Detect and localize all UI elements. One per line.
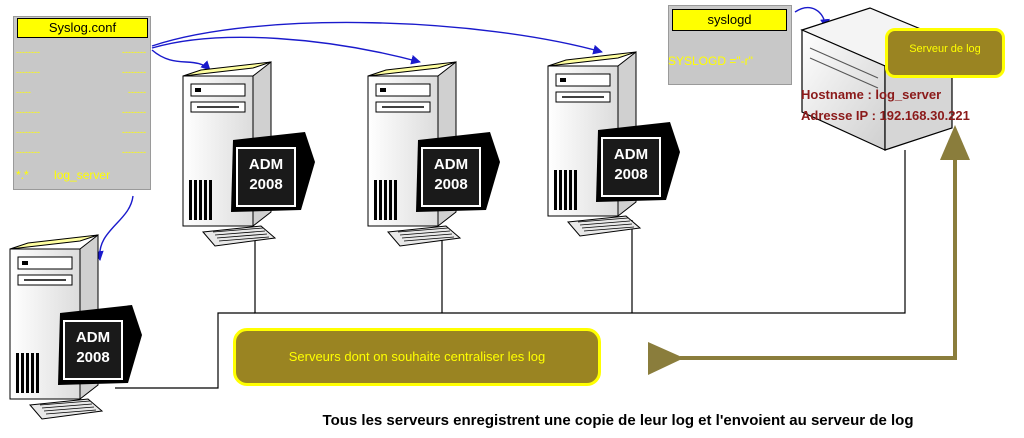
syslog-conf-title: Syslog.conf bbox=[17, 18, 148, 38]
syslog-conf-line-right: -------- bbox=[122, 127, 146, 137]
monitor-label-line1: ADM bbox=[613, 146, 649, 163]
syslog-conf-line-right: -------- bbox=[122, 147, 146, 157]
syslog-conf-line-left: ----- bbox=[16, 87, 31, 97]
network-cables bbox=[115, 150, 906, 389]
syslog-conf-line-right: ------ bbox=[128, 87, 146, 97]
syslog-conf-line-left: -------- bbox=[16, 127, 40, 137]
monitor-label-line2: 2008 bbox=[434, 176, 468, 193]
syslog-conf-line-right: -------- bbox=[122, 47, 146, 57]
syslog-conf-line-left: -------- bbox=[16, 147, 40, 157]
syslog-conf-rule: *.* log_server bbox=[16, 168, 146, 182]
syslog-conf-line-right: -------- bbox=[122, 107, 146, 117]
syslog-conf-target: log_server bbox=[54, 168, 111, 182]
syslog-conf-line: -------- -------- bbox=[16, 106, 146, 118]
log-server-label: Serveur de log bbox=[885, 28, 1005, 78]
client-computer bbox=[9, 233, 142, 420]
syslogd-title: syslogd bbox=[672, 9, 787, 31]
syslog-conf-line-right: -------- bbox=[122, 67, 146, 77]
syslogd-option: SYSLOGD ="-r" bbox=[668, 54, 753, 68]
monitor-label-line2: 2008 bbox=[249, 176, 283, 193]
client-computer bbox=[367, 60, 500, 247]
monitor-label-line1: ADM bbox=[75, 329, 111, 346]
client-computer bbox=[182, 60, 315, 247]
client-computer bbox=[547, 50, 680, 237]
syslog-conf-line: -------- -------- bbox=[16, 46, 146, 58]
monitor-label-line2: 2008 bbox=[76, 349, 110, 366]
syslog-conf-box bbox=[13, 16, 151, 190]
log-server-hostname: Hostname : log_server bbox=[801, 87, 942, 102]
config-distribution-arrows bbox=[93, 7, 830, 261]
syslog-conf-line: -------- -------- bbox=[16, 126, 146, 138]
log-forward-arrow bbox=[648, 125, 970, 375]
syslog-conf-line: -------- -------- bbox=[16, 146, 146, 158]
syslog-conf-line: ----------- bbox=[16, 86, 146, 98]
syslog-conf-line-left: -------- bbox=[16, 67, 40, 77]
syslog-conf-line-left: -------- bbox=[16, 107, 40, 117]
log-server-ip: Adresse IP : 192.168.30.221 bbox=[801, 108, 970, 123]
diagram-caption: Tous les serveurs enregistrent une copie… bbox=[322, 412, 914, 429]
monitor-label-line1: ADM bbox=[433, 156, 469, 173]
syslog-conf-line: -------- -------- bbox=[16, 66, 146, 78]
syslog-conf-line-left: -------- bbox=[16, 47, 40, 57]
client-group-label: Serveurs dont on souhaite centraliser le… bbox=[233, 328, 601, 386]
monitor-label-line1: ADM bbox=[248, 156, 284, 173]
syslog-conf-selector: *.* bbox=[16, 168, 29, 182]
monitor-label-line2: 2008 bbox=[614, 166, 648, 183]
